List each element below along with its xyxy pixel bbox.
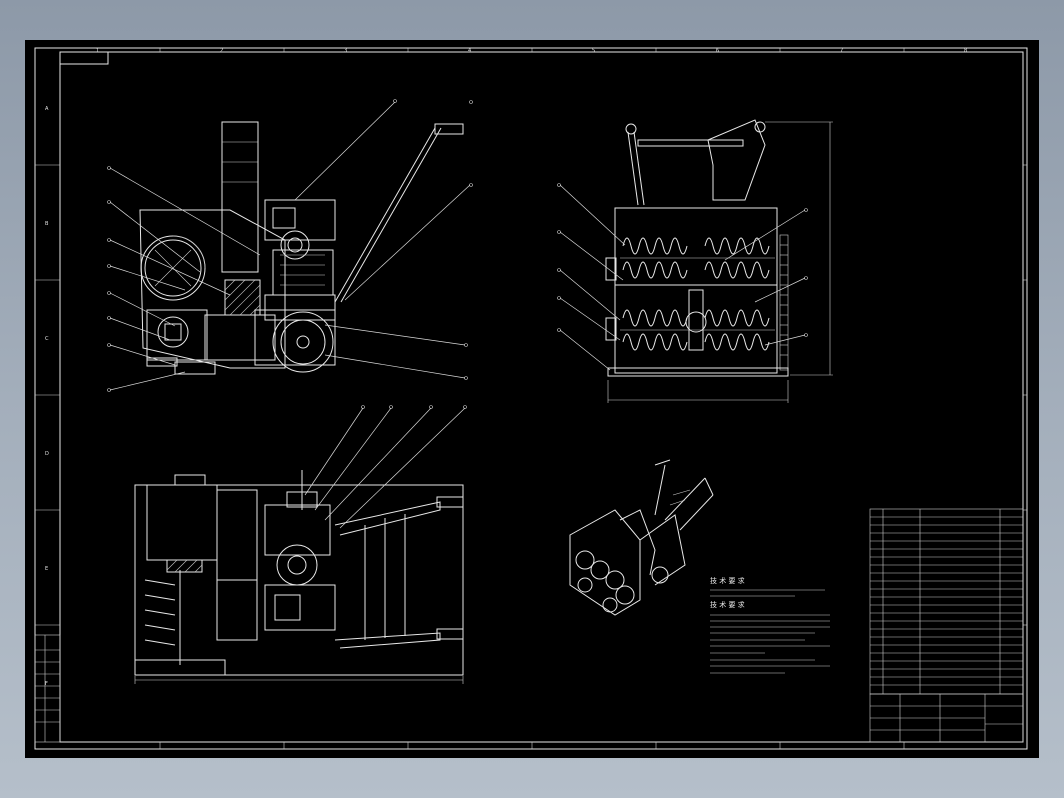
svg-text:6: 6 [716, 48, 719, 54]
svg-text:5: 5 [592, 48, 595, 54]
svg-text:2: 2 [220, 48, 223, 54]
svg-text:3: 3 [344, 48, 347, 54]
zone-ticks-top [159, 48, 905, 749]
svg-text:技 术 要 求: 技 术 要 求 [710, 600, 745, 609]
svg-text:F: F [45, 681, 48, 687]
isometric-view[interactable] [569, 459, 714, 616]
technical-notes: 技 术 要 求 技 术 要 求 [710, 576, 830, 674]
engineering-drawing: 1 2 3 4 5 6 7 8 A B C D E F [34, 47, 1028, 750]
revision-strip [34, 634, 61, 743]
top-view[interactable] [134, 405, 467, 685]
front-view[interactable] [557, 119, 834, 403]
zone-ticks-side [35, 164, 1027, 626]
outer-frame [34, 47, 1028, 750]
zone-labels-side: A B C D E F [45, 106, 49, 687]
svg-text:D: D [45, 451, 49, 457]
zone-labels-top: 1 2 3 4 5 6 7 8 [96, 48, 967, 54]
inner-frame [59, 51, 1024, 743]
stamp-top-left [59, 51, 109, 65]
svg-text:C: C [45, 336, 49, 342]
svg-text:1: 1 [96, 48, 99, 54]
svg-text:E: E [45, 566, 48, 572]
cad-viewport[interactable]: 1 2 3 4 5 6 7 8 A B C D E F [25, 40, 1039, 758]
parts-list [869, 508, 1024, 695]
title-block [869, 693, 1024, 743]
svg-text:A: A [45, 106, 49, 112]
svg-text:B: B [45, 221, 49, 227]
svg-text:4: 4 [468, 48, 471, 54]
svg-text:8: 8 [964, 48, 967, 54]
svg-text:技 术 要 求: 技 术 要 求 [710, 576, 745, 585]
side-view[interactable] [107, 99, 473, 392]
svg-text:7: 7 [840, 48, 843, 54]
